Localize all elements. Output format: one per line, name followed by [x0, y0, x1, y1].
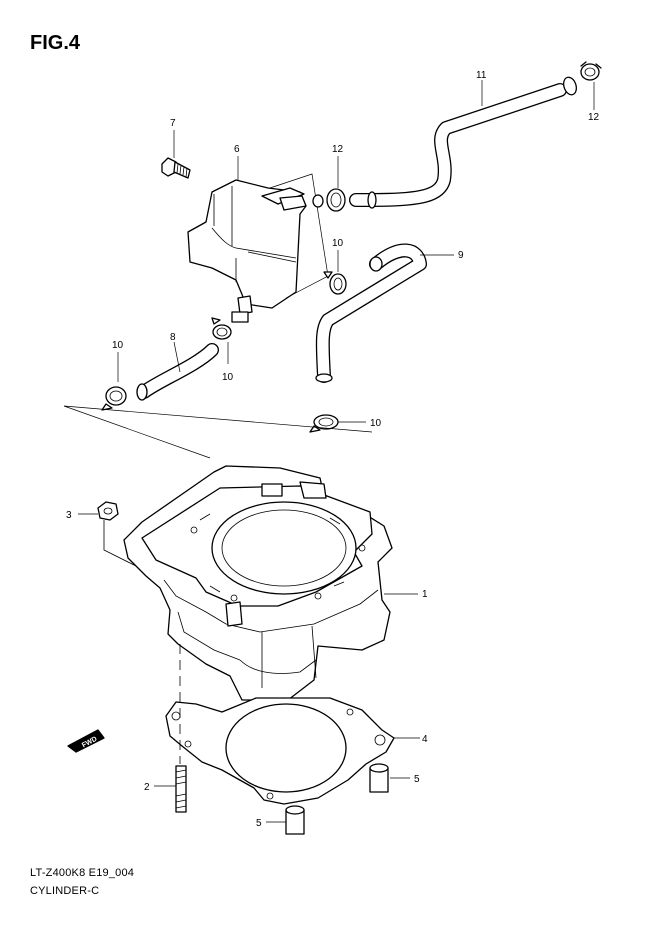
- section-divider-lines: [63, 405, 373, 459]
- callout-label-part-11: 11: [476, 70, 487, 81]
- callout-label-part-3: 3: [66, 510, 72, 521]
- breather-case: [187, 179, 307, 323]
- callout-label-part-2: 2: [144, 782, 150, 793]
- callout-label-part-4: 4: [422, 734, 428, 745]
- callout-label-part-7: 7: [170, 118, 176, 129]
- cylinder-gasket: [165, 697, 395, 805]
- nut-leader-bracket: [103, 520, 137, 567]
- callout-label-part-5: 5: [256, 818, 262, 829]
- callout-leaders: [78, 80, 595, 823]
- callout-label-part-8: 8: [170, 332, 176, 343]
- clamp: [312, 188, 346, 212]
- callout-label-part-10: 10: [222, 372, 234, 383]
- nut: [97, 501, 119, 521]
- callout-label-part-9: 9: [458, 250, 464, 261]
- callout-label-part-10: 10: [332, 238, 344, 249]
- clamp: [323, 271, 347, 295]
- hose: [349, 76, 577, 209]
- clamp: [211, 317, 232, 340]
- callout-label-part-12: 12: [588, 112, 600, 123]
- bolt: [161, 157, 191, 179]
- hose: [315, 243, 427, 383]
- forward-direction-badge: FWD: [67, 729, 105, 753]
- dowel-pin: [285, 805, 305, 835]
- clamp: [580, 61, 602, 81]
- clamp: [101, 386, 127, 411]
- breather-bracket-line: [269, 173, 329, 299]
- clamp: [309, 414, 339, 433]
- callout-label-part-10: 10: [112, 340, 124, 351]
- callout-label-part-6: 6: [234, 144, 240, 155]
- figure-title: FIG.4: [30, 32, 81, 54]
- callout-label-part-1: 1: [422, 589, 428, 600]
- stud: [175, 765, 187, 813]
- callout-label-part-12: 12: [332, 144, 344, 155]
- callout-label-part-10: 10: [370, 418, 382, 429]
- drawing-name: CYLINDER-C: [30, 885, 100, 897]
- hose: [136, 343, 219, 401]
- dowel-pin: [369, 763, 389, 793]
- callout-label-part-5: 5: [414, 774, 420, 785]
- cylinder: [123, 465, 393, 701]
- drawing-code: LT-Z400K8 E19_004: [30, 867, 135, 879]
